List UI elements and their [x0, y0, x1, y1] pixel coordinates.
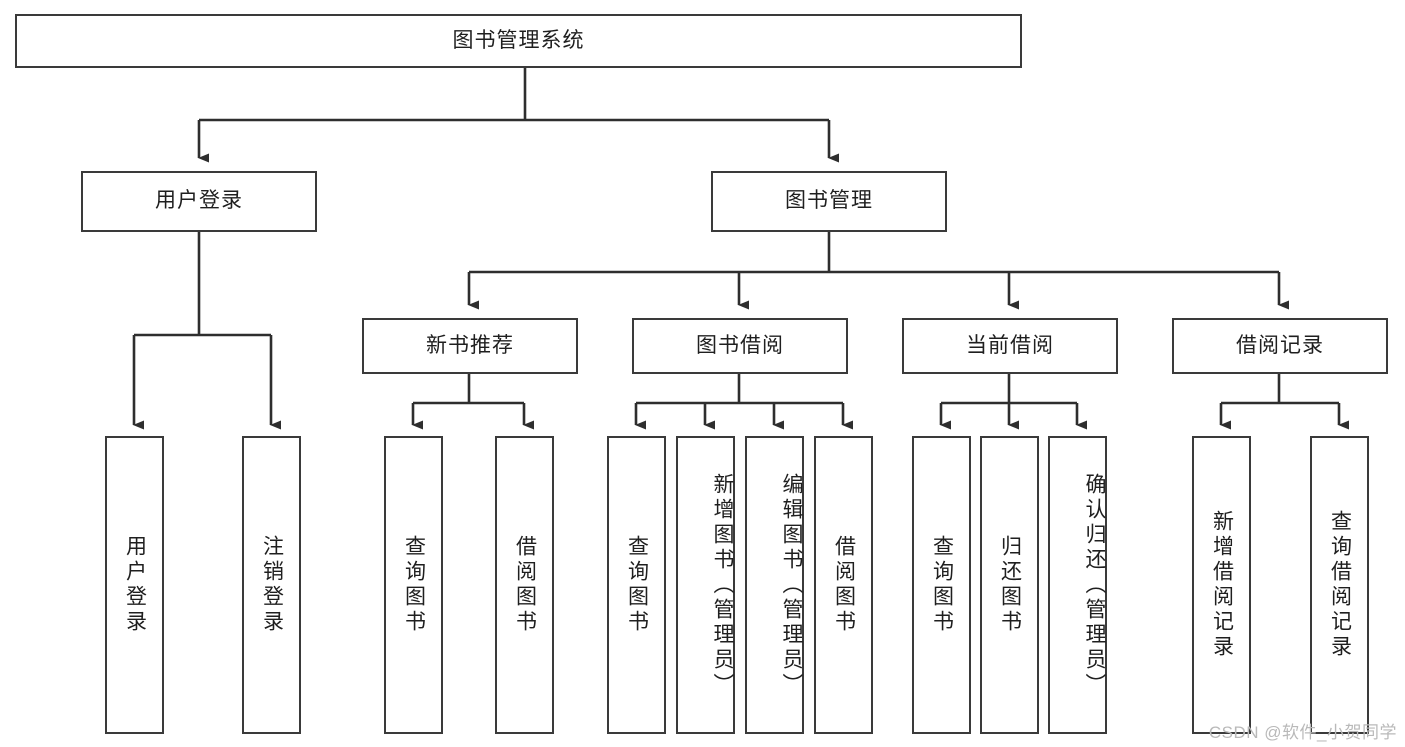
node-label: 新增借阅记录: [1210, 510, 1234, 660]
node-label: 确认归还（管理员）: [1083, 472, 1106, 698]
node-label: 新增图书（管理员）: [711, 472, 734, 698]
leaf-new-books-borrow[interactable]: 借阅图书: [495, 436, 554, 734]
node-label: 查询图书: [402, 535, 426, 635]
leaf-current-confirm-return-admin[interactable]: 确认归还（管理员）: [1048, 436, 1107, 734]
node-label: 当前借阅: [966, 333, 1054, 357]
leaf-records-query-record[interactable]: 查询借阅记录: [1310, 436, 1369, 734]
leaf-current-query-book[interactable]: 查询图书: [912, 436, 971, 734]
node-label: 借阅图书: [513, 535, 537, 635]
node-root-system[interactable]: 图书管理系统: [15, 14, 1022, 68]
node-label: 编辑图书（管理员）: [780, 472, 803, 698]
leaf-user-login-signin[interactable]: 用户登录: [105, 436, 164, 734]
node-label: 图书借阅: [696, 333, 784, 357]
node-book-management[interactable]: 图书管理: [711, 171, 947, 232]
node-label: 查询借阅记录: [1328, 510, 1352, 660]
leaf-new-books-query[interactable]: 查询图书: [384, 436, 443, 734]
node-label: 借阅图书: [832, 535, 856, 635]
node-new-book-recommend[interactable]: 新书推荐: [362, 318, 578, 374]
leaf-records-add-record[interactable]: 新增借阅记录: [1192, 436, 1251, 734]
node-label: 图书管理系统: [452, 28, 585, 52]
node-label: 图书管理: [785, 189, 873, 213]
node-book-borrow[interactable]: 图书借阅: [632, 318, 848, 374]
node-label: 借阅记录: [1236, 333, 1324, 357]
node-label: 用户登录: [123, 535, 147, 635]
node-label: 查询图书: [930, 535, 954, 635]
node-label: 归还图书: [998, 535, 1022, 635]
node-label: 新书推荐: [426, 333, 514, 357]
node-label: 用户登录: [155, 189, 243, 213]
node-label: 注销登录: [260, 535, 284, 635]
leaf-borrow-add-book-admin[interactable]: 新增图书（管理员）: [676, 436, 735, 734]
node-borrow-records[interactable]: 借阅记录: [1172, 318, 1388, 374]
leaf-borrow-borrow-book[interactable]: 借阅图书: [814, 436, 873, 734]
leaf-current-return-book[interactable]: 归还图书: [980, 436, 1039, 734]
leaf-borrow-query-book[interactable]: 查询图书: [607, 436, 666, 734]
node-current-borrow[interactable]: 当前借阅: [902, 318, 1118, 374]
node-label: 查询图书: [625, 535, 649, 635]
leaf-borrow-edit-book-admin[interactable]: 编辑图书（管理员）: [745, 436, 804, 734]
node-user-login[interactable]: 用户登录: [81, 171, 317, 232]
leaf-user-login-signout[interactable]: 注销登录: [242, 436, 301, 734]
